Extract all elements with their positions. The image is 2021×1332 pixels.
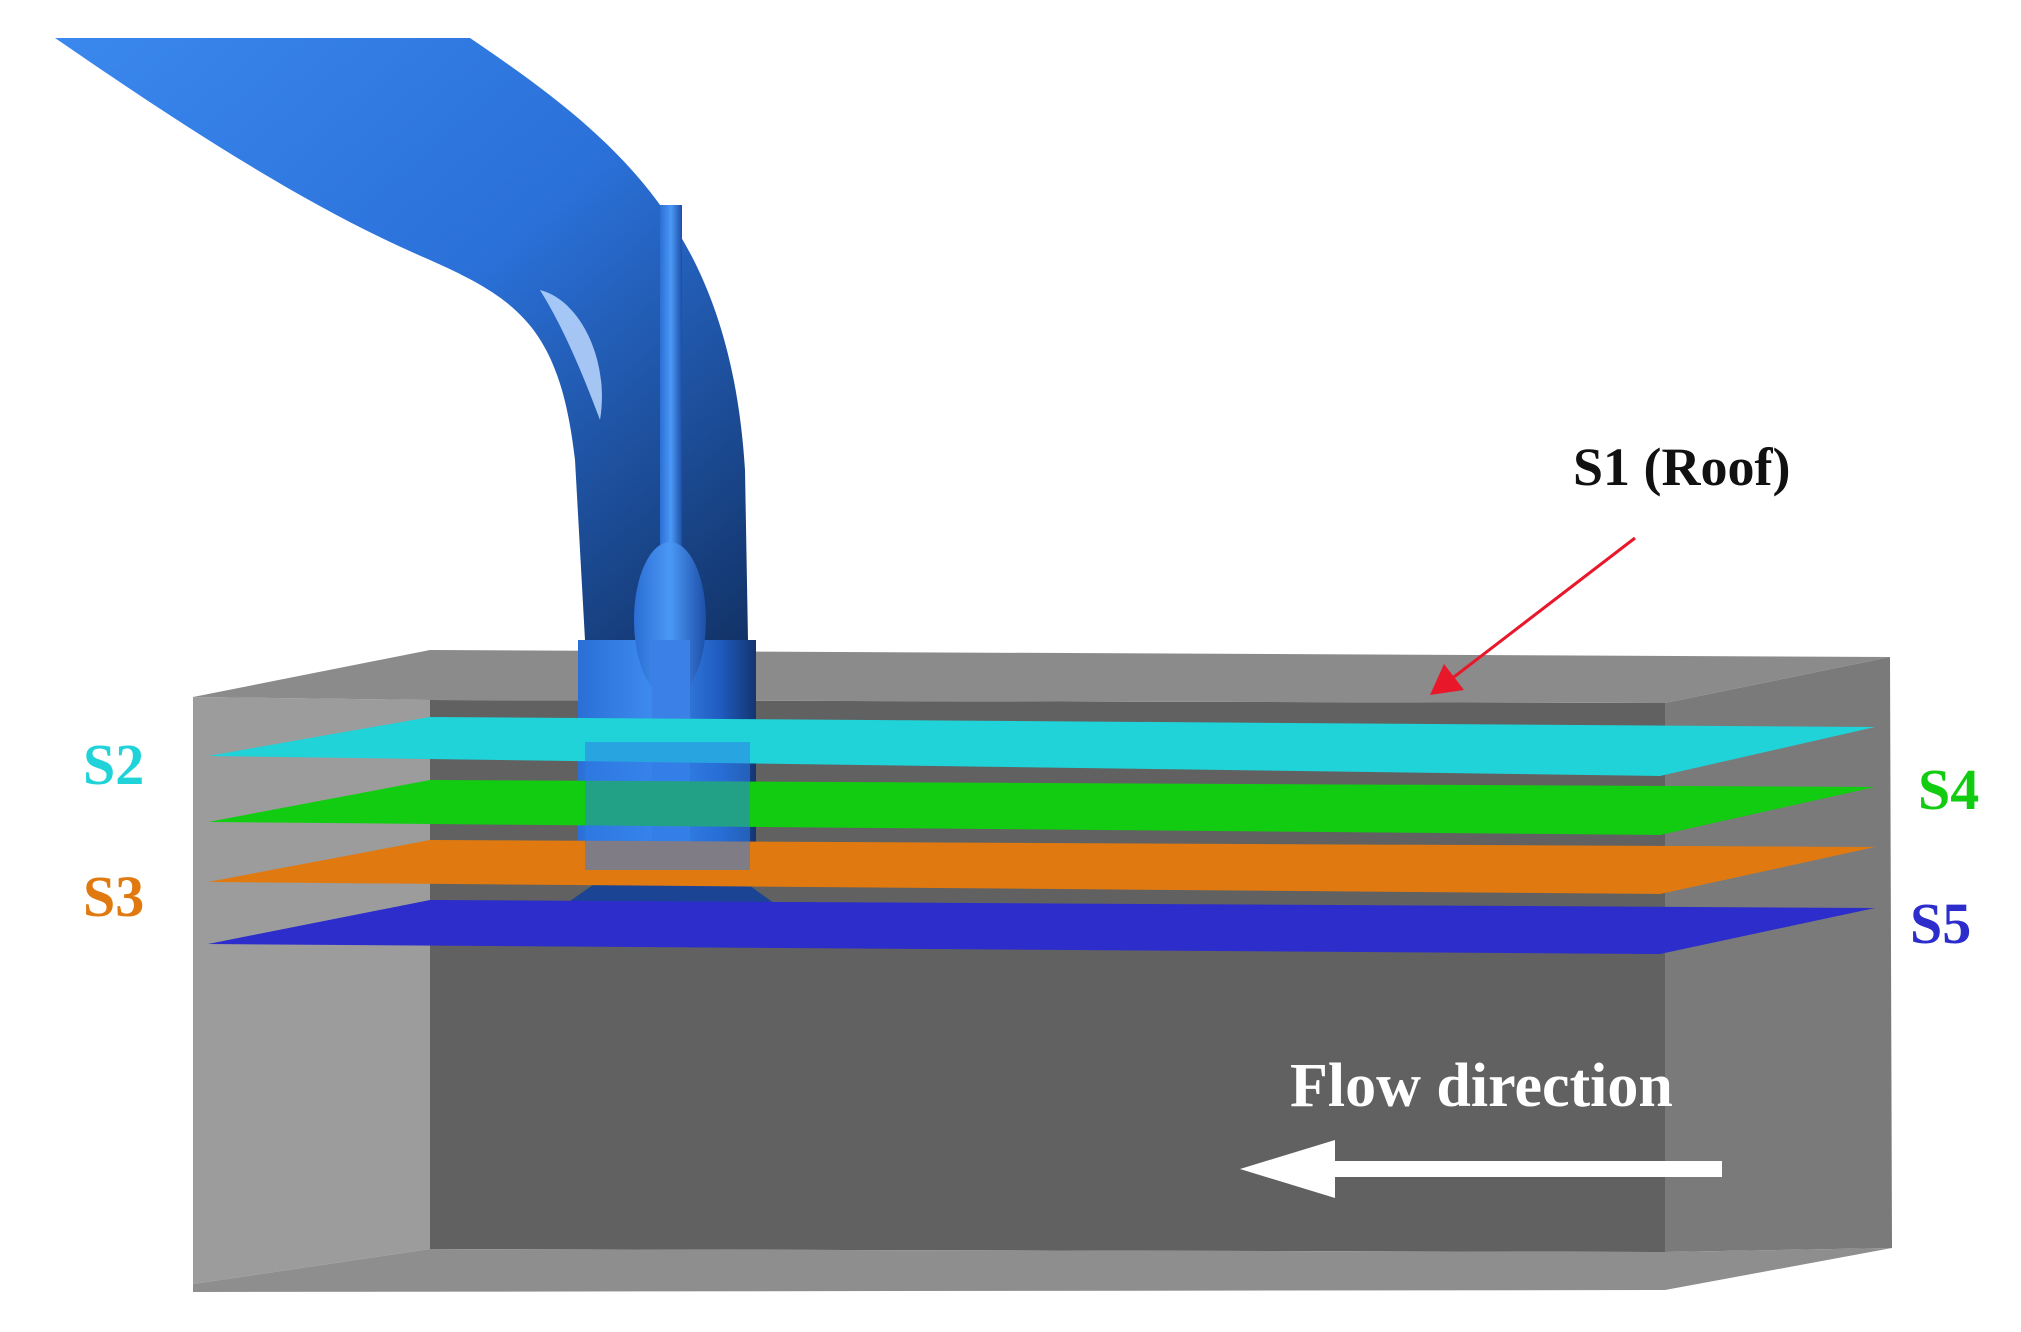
pipe-highlight [540, 290, 602, 420]
pipe-through-planes [585, 742, 750, 870]
pointer-arrow-icon [1430, 536, 1636, 695]
left-arrow-icon [1240, 1140, 1722, 1198]
label-s5: S5 [1910, 891, 1972, 956]
probe-rod [660, 205, 682, 585]
box-roof [193, 650, 1890, 703]
label-s2: S2 [83, 732, 145, 797]
pipe-inlet [55, 38, 748, 640]
box-floor [193, 1248, 1892, 1292]
label-s1-roof: S1 (Roof) [1573, 437, 1791, 497]
box-left-face [193, 697, 430, 1284]
label-s3: S3 [83, 864, 145, 929]
label-s4: S4 [1918, 757, 1980, 822]
plane-s5 [208, 900, 1875, 954]
label-flow-direction: Flow direction [1290, 1052, 1673, 1120]
